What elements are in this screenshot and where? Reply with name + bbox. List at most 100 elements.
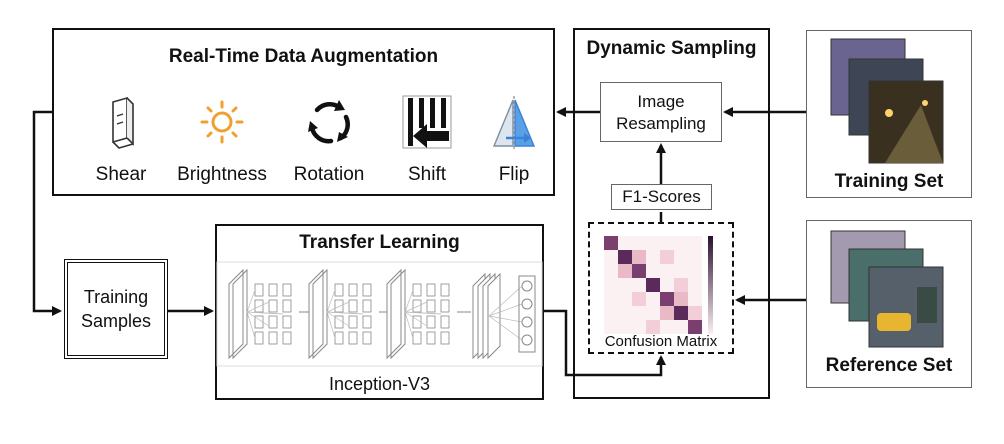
aug-shear: Shear	[66, 94, 176, 186]
network-unit	[440, 283, 450, 297]
aug-shift: Shift	[372, 94, 482, 186]
network-unit	[440, 315, 450, 329]
network-unit	[440, 299, 450, 313]
network-connection	[246, 289, 256, 313]
network-connection	[404, 311, 442, 315]
network-unit	[362, 315, 372, 329]
network-output-node	[521, 280, 533, 292]
confusion-cell	[632, 320, 646, 334]
training-set-images	[830, 38, 944, 164]
network-layer-plane	[390, 268, 406, 360]
image-resampling-box: Image Resampling	[600, 82, 722, 142]
confusion-cell	[604, 320, 618, 334]
confusion-cell	[674, 278, 688, 292]
sun-icon	[192, 94, 252, 154]
shift-arrow-icon	[397, 94, 457, 154]
network-connection	[488, 303, 523, 317]
confusion-cell	[604, 236, 618, 250]
network-connection	[326, 301, 350, 313]
confusion-cell	[646, 320, 660, 334]
flip-icon	[484, 94, 544, 154]
confusion-cell	[632, 306, 646, 320]
network-unit	[282, 283, 292, 297]
network-layer-plane	[308, 268, 324, 360]
confusion-cell	[688, 250, 702, 264]
confusion-cell	[632, 264, 646, 278]
confusion-matrix-heatmap	[604, 236, 713, 334]
confusion-cell	[660, 236, 674, 250]
network-unit	[334, 283, 344, 297]
confusion-cell	[646, 236, 660, 250]
training-samples-box: Training Samples	[64, 259, 168, 359]
confusion-cell	[646, 264, 660, 278]
network-output-node	[521, 334, 533, 346]
confusion-cell	[674, 250, 688, 264]
aug-label-rotation: Rotation	[293, 164, 365, 185]
confusion-cell	[618, 320, 632, 334]
training-samples-label: Training Samples	[80, 287, 152, 331]
network-unit	[268, 299, 278, 313]
network-unit	[268, 331, 278, 345]
confusion-cell	[604, 264, 618, 278]
confusion-colorbar	[708, 236, 713, 334]
network-layer-plane	[386, 268, 402, 360]
network-connection	[326, 289, 336, 313]
network-connection	[246, 301, 270, 313]
network-unit	[334, 331, 344, 345]
reference-set-label: Reference Set	[825, 355, 953, 376]
confusion-cell	[604, 250, 618, 264]
confusion-cell	[646, 278, 660, 292]
transfer-learning-title-text: Transfer Learning	[299, 232, 460, 253]
network-unit	[348, 331, 358, 345]
network-layer-plane	[312, 268, 328, 360]
network-connection	[404, 311, 414, 339]
confusion-cell	[674, 306, 688, 320]
confusion-cell	[660, 292, 674, 306]
network-output-plane	[487, 272, 501, 360]
training-set-panel: Training Set	[806, 30, 972, 198]
confusion-cell	[660, 320, 674, 334]
confusion-cell	[688, 264, 702, 278]
network-connection	[488, 315, 523, 341]
aug-rotation: Rotation	[274, 94, 384, 186]
network-unit	[440, 331, 450, 345]
confusion-cell	[688, 306, 702, 320]
image-resampling-label: Image Resampling	[616, 92, 706, 133]
network-output-frame	[518, 275, 536, 353]
network-unit	[348, 315, 358, 329]
network-unit	[254, 283, 264, 297]
confusion-cell	[674, 264, 688, 278]
training-set-label: Training Set	[834, 171, 944, 192]
confusion-cell	[618, 278, 632, 292]
network-unit	[282, 299, 292, 313]
reference-set-panel: Reference Set	[806, 220, 972, 388]
network-connection	[404, 311, 428, 327]
network-unit	[426, 331, 436, 345]
aug-flip: Flip	[459, 94, 569, 186]
confusion-cell	[674, 292, 688, 306]
confusion-cell	[688, 278, 702, 292]
confusion-cell	[618, 292, 632, 306]
network-unit	[426, 315, 436, 329]
network-unit	[254, 299, 264, 313]
confusion-cell	[604, 278, 618, 292]
transfer-learning-panel: Transfer Learning Inception-V3	[215, 224, 544, 400]
confusion-cell	[660, 306, 674, 320]
network-unit	[282, 315, 292, 329]
f1-scores-label: F1-Scores	[622, 187, 701, 206]
confusion-cell	[632, 278, 646, 292]
confusion-cell	[618, 250, 632, 264]
confusion-cell	[646, 306, 660, 320]
confusion-cell	[632, 250, 646, 264]
confusion-cell	[674, 320, 688, 334]
confusion-cell	[604, 306, 618, 320]
f1-scores-box: F1-Scores	[611, 184, 712, 210]
network-layer-plane	[228, 268, 244, 360]
network-layer-plane	[232, 268, 248, 360]
network-unit	[412, 283, 422, 297]
network-unit	[334, 299, 344, 313]
confusion-cell	[604, 292, 618, 306]
reference-set-images	[830, 230, 944, 348]
confusion-cell	[688, 236, 702, 250]
confusion-cell	[674, 236, 688, 250]
